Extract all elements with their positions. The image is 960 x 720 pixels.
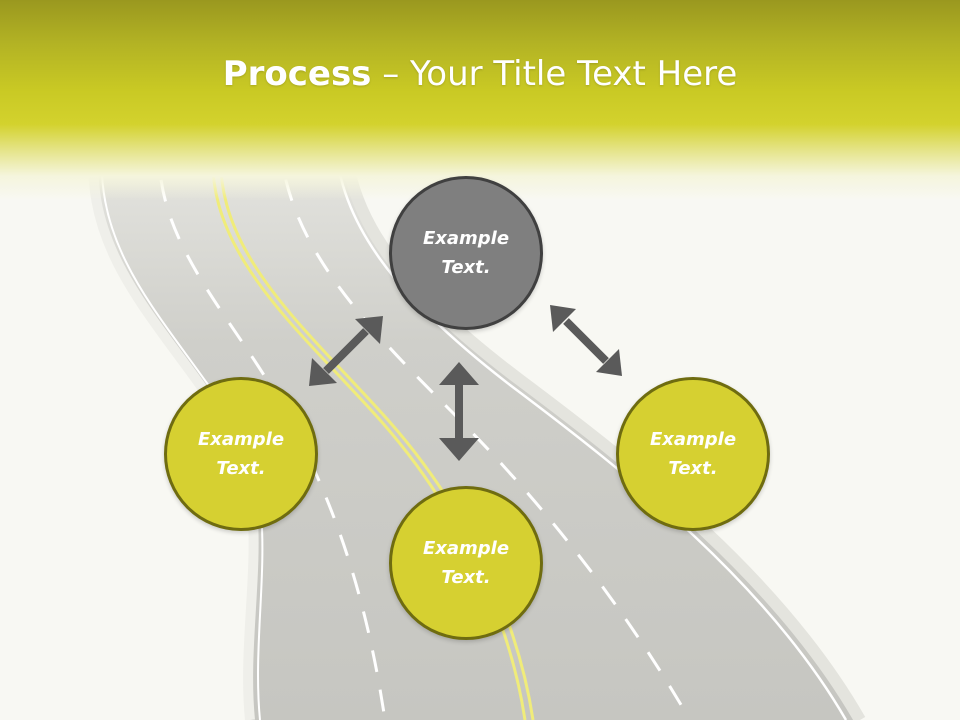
left-node-label: Example Text. (197, 429, 285, 479)
slide-title: Process – Your Title Text Here (0, 52, 960, 96)
title-rest: – Your Title Text Here (371, 54, 738, 94)
title-strong: Process (222, 54, 372, 94)
right-node[interactable]: Example Text. (616, 377, 770, 531)
road-surface (93, 140, 861, 720)
bottom-node[interactable]: Example Text. (389, 486, 543, 640)
header-band (0, 0, 960, 200)
left-node[interactable]: Example Text. (164, 377, 318, 531)
bottom-node-label: Example Text. (422, 538, 510, 588)
double-arrow-icon (309, 316, 383, 386)
right-node-label: Example Text. (649, 429, 737, 479)
center-node-label: Example Text. (422, 228, 510, 278)
road-right-edge (339, 139, 866, 720)
double-arrow-icon (439, 362, 479, 461)
lane-dashes-right (278, 139, 692, 720)
double-arrow-icon (550, 305, 622, 376)
center-node[interactable]: Example Text. (389, 176, 543, 330)
